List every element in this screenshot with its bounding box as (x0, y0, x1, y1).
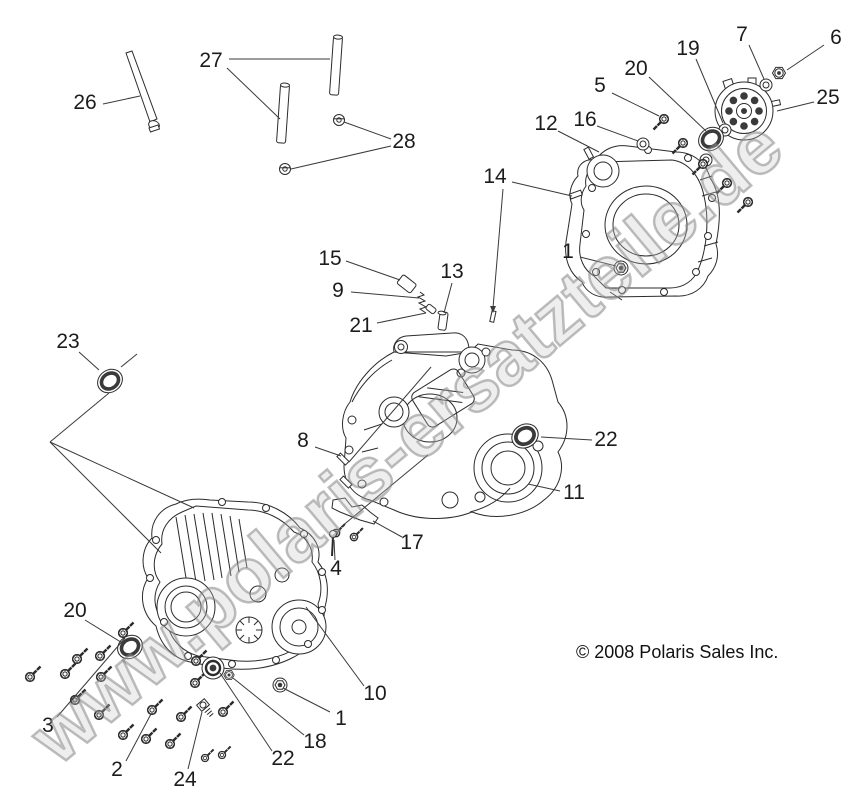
leader-line (776, 101, 815, 112)
callout-22: 22 (271, 747, 295, 770)
leader-line (226, 67, 281, 120)
leader-line (376, 312, 427, 324)
callout-15: 15 (318, 247, 342, 270)
leader-line (49, 392, 110, 443)
callout-2: 2 (111, 758, 123, 781)
leader-line (579, 256, 617, 267)
leader-line (648, 76, 707, 132)
leader-line (49, 441, 162, 554)
callout-26: 26 (73, 91, 97, 114)
callout-24: 24 (173, 768, 197, 791)
leader-arrow (490, 306, 496, 313)
leader-line (120, 353, 138, 368)
leader-line (557, 130, 600, 153)
callout-18: 18 (303, 730, 327, 753)
leader-line (56, 637, 126, 718)
leader-line (84, 619, 125, 645)
callout-1: 1 (335, 707, 347, 730)
leader-line (282, 687, 331, 713)
callout-9: 9 (332, 279, 344, 302)
leader-line (540, 436, 593, 441)
callout-6: 6 (830, 26, 842, 49)
leader-line (492, 188, 504, 309)
callout-11: 11 (563, 481, 585, 504)
leader-line (333, 539, 336, 561)
leader-line (345, 260, 401, 281)
callout-27: 27 (199, 49, 223, 72)
leader-line (748, 44, 765, 80)
leader-line (786, 44, 825, 71)
seal-ring-icon-bottom (91, 362, 149, 666)
callout-20: 20 (624, 57, 648, 80)
leader-line (187, 711, 203, 770)
leader-line (305, 606, 365, 687)
callout-7: 7 (736, 23, 748, 46)
callout-3: 3 (42, 714, 54, 737)
crankcase-drawing (342, 332, 568, 519)
callout-23: 23 (56, 330, 80, 353)
leader-line (219, 672, 273, 752)
small-nut-icon (223, 670, 288, 693)
callout-16: 16 (573, 108, 597, 131)
callout-17: 17 (400, 531, 424, 554)
callout-22: 22 (594, 428, 618, 451)
leader-line (527, 483, 561, 492)
leader-line (232, 677, 305, 736)
leader-line (350, 291, 420, 299)
callout-13: 13 (440, 260, 464, 283)
leader-line (125, 713, 152, 762)
leader-line (314, 446, 342, 457)
copyright-text: © 2008 Polaris Sales Inc. (576, 642, 779, 662)
callout-21: 21 (349, 314, 373, 337)
rear-cover-drawing (565, 145, 720, 301)
leader-lines (49, 44, 825, 770)
leader-line (102, 95, 141, 105)
leader-line (372, 520, 403, 538)
long-bolt-26 (125, 50, 161, 133)
leader-line (511, 181, 573, 197)
callout-20: 20 (63, 599, 87, 622)
leader-line (343, 121, 392, 140)
callout-25: 25 (816, 86, 840, 109)
bearing-icon (200, 655, 226, 681)
callout-5: 5 (594, 74, 606, 97)
callout-4: 4 (330, 557, 342, 580)
dowel-pin-icon (275, 34, 344, 144)
drain-plug-icon (195, 698, 214, 717)
callout-19: 19 (676, 37, 700, 60)
bracket-drawing (331, 497, 379, 542)
leader-line (290, 145, 392, 170)
leader-line (49, 441, 195, 509)
clip-icon (279, 114, 345, 175)
leader-line (596, 125, 639, 142)
callout-8: 8 (297, 429, 309, 452)
stud-icon (489, 189, 583, 323)
long-screw-4-icon (329, 530, 337, 557)
leader-line (443, 282, 453, 314)
leader-line (340, 454, 429, 528)
leader-line (695, 58, 724, 124)
front-cover-drawing (141, 498, 328, 670)
leader-line (611, 92, 660, 117)
callout-1: 1 (562, 240, 574, 263)
callout-12: 12 (534, 112, 558, 135)
leader-line (348, 366, 432, 463)
callout-10: 10 (363, 682, 387, 705)
leader-line (78, 351, 100, 371)
callout-14: 14 (483, 165, 507, 188)
callout-28: 28 (392, 130, 416, 153)
